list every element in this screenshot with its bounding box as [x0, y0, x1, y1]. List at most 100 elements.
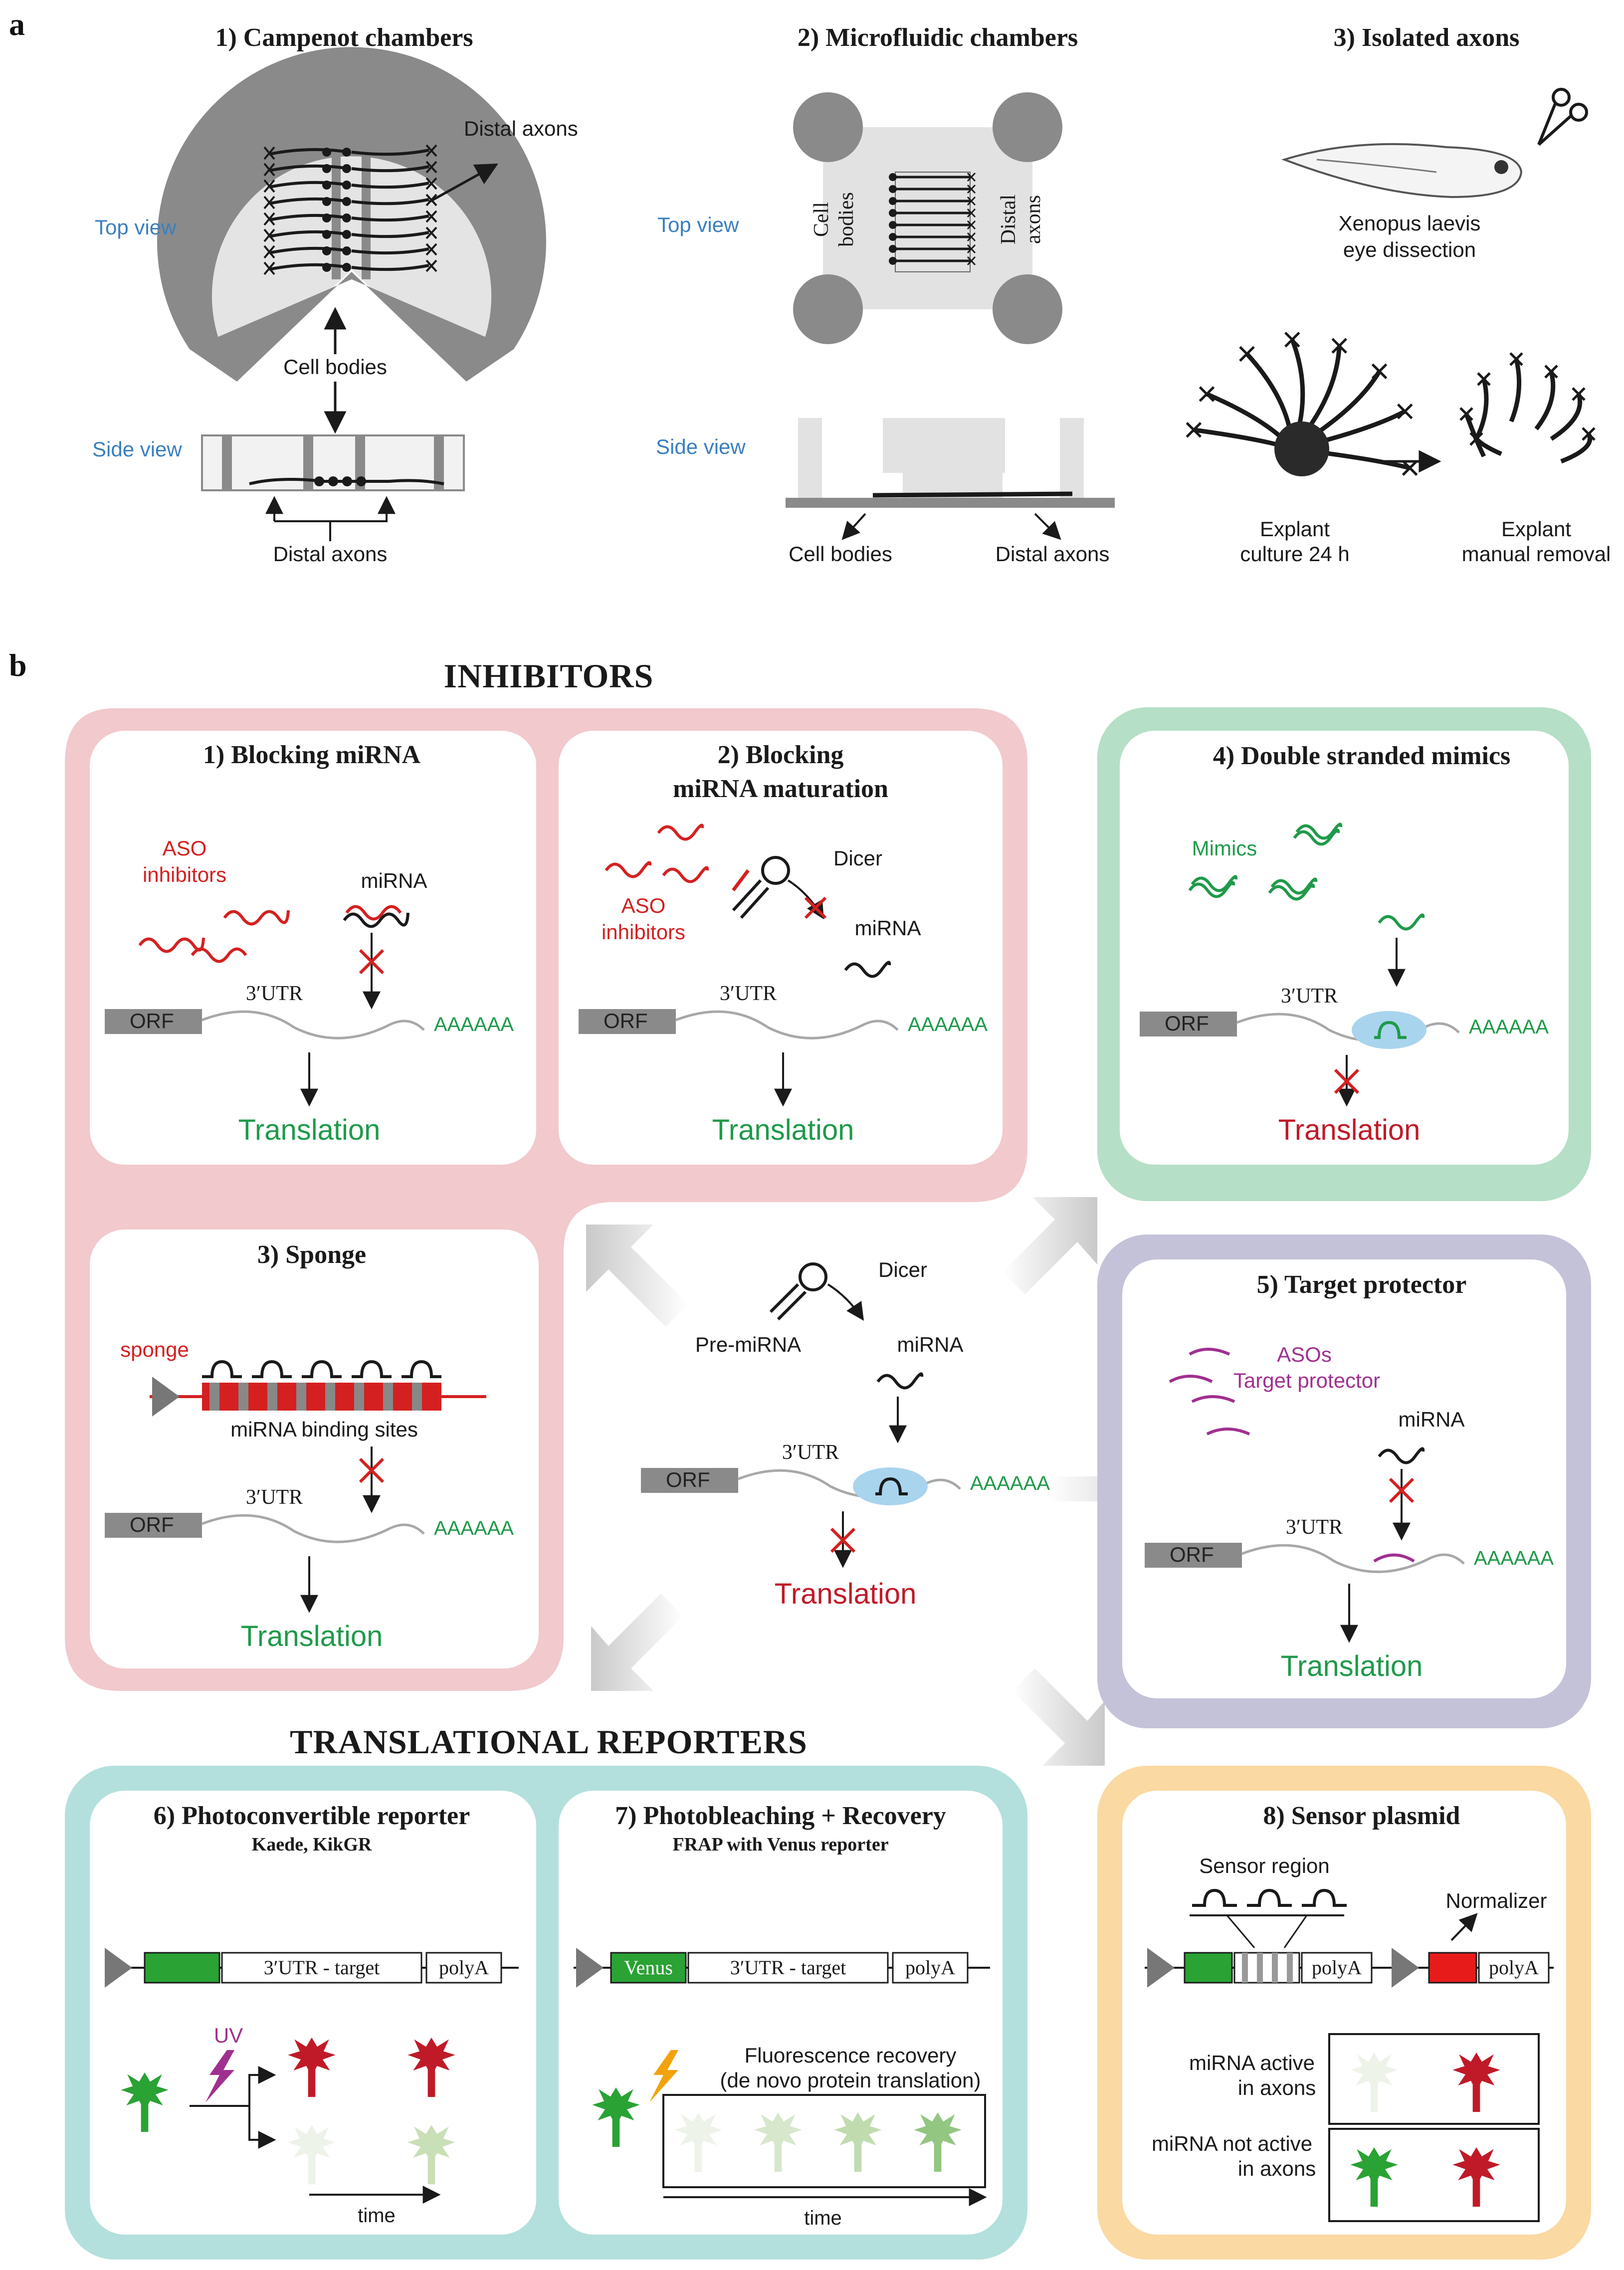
frap-polya: polyA — [905, 1956, 955, 1979]
explant-removal-1: Explant — [1501, 517, 1571, 541]
scissors-icon — [1537, 88, 1588, 146]
risc-complex — [1352, 1011, 1426, 1049]
target-protector-aso-1: ASOs — [1277, 1343, 1332, 1366]
photoconvertible-subtitle: Kaede, KikGR — [252, 1834, 372, 1855]
sponge-label: sponge — [120, 1338, 189, 1361]
campenot-side-view: Side view — [92, 437, 182, 461]
target-protector-title: 5) Target protector — [1257, 1270, 1467, 1299]
target-protector-translation: Translation — [1281, 1650, 1423, 1682]
blocking-maturation-title-1: 2) Blocking — [718, 741, 844, 769]
photoconvertible-polya: polyA — [439, 1956, 489, 1979]
sensor-active-2: in axons — [1238, 2076, 1316, 2099]
box-sponge: 3) Sponge sponge miRNA binding sites ORF… — [90, 1230, 539, 1668]
orf-label: ORF — [604, 1009, 648, 1032]
blocking-maturation-dicer: Dicer — [833, 846, 882, 870]
campenot-inner-wedge — [190, 272, 514, 382]
polya-tail: AAAAAA — [1474, 1547, 1554, 1569]
box-sensor-plasmid: 8) Sensor plasmid Sensor region Normaliz… — [1097, 1766, 1591, 2260]
explant-removal-2: manual removal — [1462, 542, 1611, 566]
reporters-title: TRANSLATIONAL REPORTERS — [290, 1723, 808, 1761]
campenot-chambers: 1) Campenot chambers Distal axons Top vi… — [92, 23, 578, 566]
microfluidic-cell-bodies: Cell bodies — [789, 542, 892, 566]
microfluidic-cell-label-1: Cell — [810, 202, 833, 237]
arrow-to-sensor — [1013, 1668, 1105, 1766]
blocking-mirna-title: 1) Blocking miRNA — [203, 741, 421, 769]
blocking-maturation-mirna: miRNA — [855, 916, 921, 940]
tadpole-icon — [1281, 143, 1523, 199]
photoconvertible-time: time — [358, 2205, 396, 2227]
explant-icon — [1186, 332, 1418, 476]
blocking-mirna-translation: Translation — [238, 1114, 381, 1146]
utr-label: 3′UTR — [246, 982, 303, 1005]
mimics-title: 4) Double stranded mimics — [1213, 742, 1511, 770]
sensor-active-1: miRNA active — [1189, 2051, 1315, 2074]
orf-label: ORF — [130, 1009, 174, 1032]
frap-time: time — [804, 2207, 842, 2229]
utr-label: 3′UTR — [720, 982, 777, 1005]
mrna-construct: ORF 3′UTR AAAAAA — [641, 1441, 1050, 1505]
polya-tail: AAAAAA — [434, 1014, 514, 1035]
arrow-to-reporters — [591, 1594, 683, 1691]
microfluidic-distal-axons: Distal axons — [996, 542, 1110, 566]
sensor-title: 8) Sensor plasmid — [1263, 1802, 1460, 1830]
campenot-barrier-right — [362, 130, 371, 279]
mimics-translation: Translation — [1278, 1114, 1421, 1146]
blocking-maturation-aso-1: ASO — [621, 894, 666, 917]
isolated-title: 3) Isolated axons — [1334, 23, 1520, 52]
campenot-top-view: Top view — [95, 215, 177, 239]
box-blocking-maturation: 2) Blocking miRNA maturation ASO inhibit… — [559, 731, 1003, 1165]
arrow-to-sponge — [586, 1225, 688, 1327]
frap-venus: Venus — [624, 1956, 673, 1979]
polya-tail: AAAAAA — [970, 1472, 1050, 1494]
xenopus-line-2: eye dissection — [1343, 238, 1476, 261]
orf-label: ORF — [666, 1468, 710, 1491]
isolated-axon-fragments — [1459, 352, 1596, 464]
frap-title: 7) Photobleaching + Recovery — [615, 1802, 946, 1830]
box-frap: 7) Photobleaching + Recovery FRAP with V… — [559, 1791, 1003, 2235]
campenot-side-distal-axons: Distal axons — [273, 542, 388, 566]
photoconvertible-uv: UV — [214, 2024, 243, 2047]
xenopus-line-1: Xenopus laevis — [1339, 211, 1481, 235]
sensor-region: Sensor region — [1199, 1854, 1330, 1877]
sensor-polya-2: polyA — [1489, 1956, 1539, 1979]
blocking-mirna-aso-1: ASO — [163, 836, 207, 860]
sponge-construct — [202, 1383, 441, 1411]
campenot-axons — [263, 144, 437, 275]
polya-tail: AAAAAA — [908, 1014, 988, 1035]
microfluidic-title: 2) Microfluidic chambers — [798, 23, 1078, 52]
target-protector-mirna: miRNA — [1399, 1408, 1465, 1431]
microfluidic-side-view: Side view — [656, 435, 746, 458]
microfluidic-top-view: Top view — [657, 213, 739, 236]
campenot-distal-axons-label: Distal axons — [464, 117, 578, 140]
box-blocking-mirna: 1) Blocking miRNA ASO inhibitors miRNA O… — [90, 731, 536, 1165]
sensor-not-active-1: miRNA not active — [1152, 2132, 1312, 2155]
target-protector-aso-2: Target protector — [1233, 1369, 1380, 1392]
mimics-label: Mimics — [1192, 836, 1257, 860]
frap-subtitle: FRAP with Venus reporter — [672, 1834, 888, 1855]
sponge-binding-sites: miRNA binding sites — [230, 1418, 418, 1441]
inhibitors-title: INHIBITORS — [444, 657, 654, 695]
utr-label: 3′UTR — [782, 1441, 839, 1464]
microfluidic-chambers: 2) Microfluidic chambers Cell bodies Dis… — [656, 23, 1115, 566]
blocking-maturation-title-2: miRNA maturation — [673, 775, 888, 803]
center-pre-mirna: Pre-miRNA — [695, 1333, 801, 1356]
orf-label: ORF — [1165, 1012, 1209, 1035]
frap-utr-target: 3′UTR - target — [730, 1956, 846, 1979]
microfluidic-distal-label-1: Distal — [997, 195, 1020, 244]
risc-complex — [853, 1467, 928, 1505]
uv-lightning-icon — [205, 2050, 234, 2102]
utr-label: 3′UTR — [246, 1486, 303, 1509]
microfluidic-distal-label-2: axons — [1022, 195, 1045, 244]
sensor-polya-1: polyA — [1312, 1956, 1362, 1979]
center-dicer: Dicer — [878, 1258, 927, 1281]
bleach-lightning-icon — [649, 2050, 678, 2102]
mrna-construct: ORF 3′UTR AAAAAA — [579, 982, 988, 1039]
sensor-normalizer: Normalizer — [1445, 1889, 1547, 1912]
panel-b-letter: b — [9, 647, 27, 683]
isolated-axons: 3) Isolated axons Xenopus laevis eye dis… — [1186, 23, 1611, 566]
box-photoconvertible: 6) Photoconvertible reporter Kaede, KikG… — [90, 1791, 536, 2235]
